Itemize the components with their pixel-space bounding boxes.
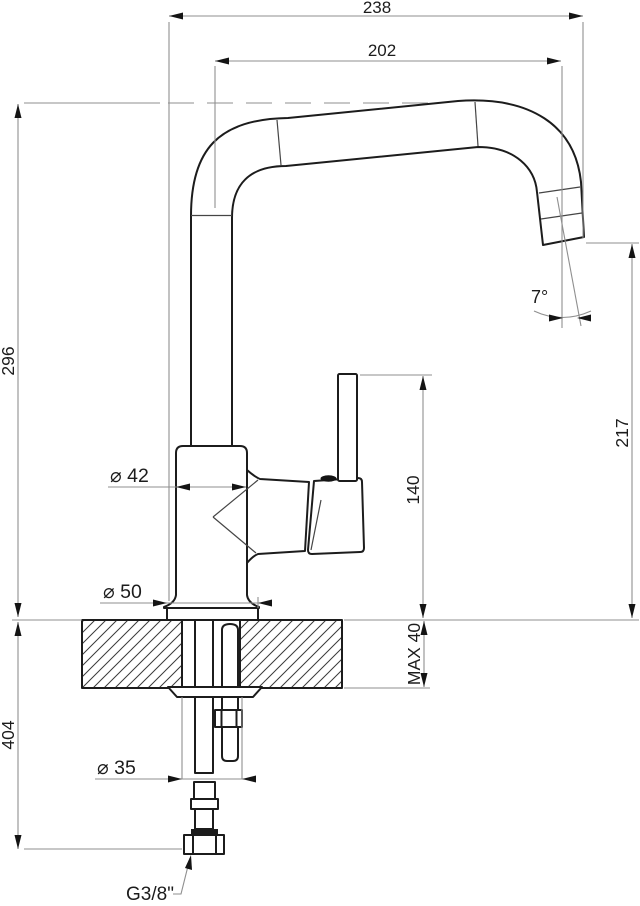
countertop-section <box>81 619 343 689</box>
dim-label-spout-angle: 7° <box>531 287 548 307</box>
mounting-nut <box>214 709 243 728</box>
dim-label-base-diameter: ⌀ 50 <box>103 581 142 603</box>
faucet-body <box>163 445 260 609</box>
dim-label-body-diameter: ⌀ 42 <box>110 465 149 487</box>
handle-lever <box>337 373 358 482</box>
dim-label-hole-diameter: ⌀ 35 <box>97 757 136 779</box>
dimension-spout-angle: 7° <box>531 196 592 327</box>
callout-supply-thread: G3/8" <box>126 855 192 905</box>
dimension-outlet-height: 217 <box>344 242 639 621</box>
base-plate <box>166 607 259 621</box>
dimension-hole-diameter: ⌀ 35 <box>95 697 256 783</box>
dim-label-counter-thickness: MAX 40 <box>404 623 424 686</box>
dimension-total-width: 238 <box>168 0 584 601</box>
connector-nipple <box>193 781 216 800</box>
retaining-washer <box>167 686 263 698</box>
connector-collar <box>190 798 219 810</box>
lever-pivot <box>320 475 337 482</box>
dimension-spout-reach: 202 <box>214 41 563 328</box>
supply-connector <box>183 781 225 855</box>
housing-detail-line <box>310 499 322 551</box>
faucet-spout-outline <box>190 99 585 447</box>
dim-label-total-width: 238 <box>363 0 391 17</box>
dim-label-spout-reach: 202 <box>368 41 396 60</box>
dimension-body-diameter: ⌀ 42 <box>108 465 246 491</box>
dimension-handle-height: 140 <box>360 374 432 618</box>
dimension-counter-thickness: MAX 40 <box>344 621 430 689</box>
connector-seal <box>191 829 218 835</box>
dim-label-outlet-height: 217 <box>612 418 632 447</box>
spout-joint-lines <box>191 101 583 220</box>
dim-label-below-counter: 404 <box>0 720 18 749</box>
handle-adapter-cone <box>246 469 310 564</box>
countertop-hatch-left <box>82 620 182 688</box>
mounting-hardware <box>167 617 263 774</box>
label-supply-thread: G3/8" <box>126 884 174 905</box>
dimension-below-counter: 404 <box>0 622 182 850</box>
dimension-base-diameter: ⌀ 50 <box>100 581 272 608</box>
dim-label-total-height: 296 <box>0 346 18 375</box>
thread-nut <box>183 834 225 855</box>
handle-housing <box>307 477 365 555</box>
dim-label-handle-height: 140 <box>403 475 423 504</box>
dimension-total-height: 296 <box>0 104 82 621</box>
cone-silhouette-lines <box>212 479 259 554</box>
connector-tube <box>194 808 214 830</box>
countertop-hatch-right <box>240 620 342 688</box>
